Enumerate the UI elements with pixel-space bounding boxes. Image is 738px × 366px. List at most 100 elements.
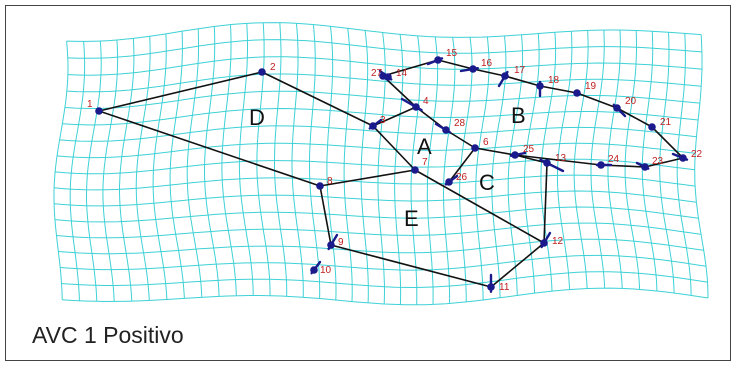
node-24: 24 <box>597 154 620 169</box>
grid-line-horizontal <box>61 271 708 289</box>
grid-line-horizontal <box>54 206 699 223</box>
node-label: 11 <box>499 282 510 293</box>
node-dot <box>536 82 544 90</box>
node-label: 19 <box>585 81 597 92</box>
grid-line-vertical <box>69 41 86 301</box>
node-2: 2 <box>258 62 276 76</box>
node-dot <box>412 103 420 111</box>
node-14: 14 <box>384 68 408 81</box>
node-dot <box>369 122 377 130</box>
edge-3-7 <box>372 125 416 171</box>
edge-20-21 <box>616 107 653 128</box>
node-label: 3 <box>380 115 386 126</box>
edge-17-18 <box>504 75 541 87</box>
node-label: 17 <box>514 65 526 76</box>
node-9: 9 <box>327 237 344 249</box>
edge-15-16 <box>437 59 474 70</box>
node-label: 10 <box>320 265 332 276</box>
grid-line-vertical <box>169 31 185 299</box>
node-11: 11 <box>487 282 510 293</box>
edge-1-2 <box>98 71 263 112</box>
nodes: 1234678910111213141516171819202122232425… <box>87 48 703 293</box>
edge-11-12 <box>490 242 545 288</box>
node-25: 25 <box>511 144 535 159</box>
grid-line-vertical <box>119 38 135 302</box>
node-23: 23 <box>641 156 664 171</box>
grid-line-horizontal <box>59 125 697 142</box>
node-label: 1 <box>87 99 93 110</box>
node-label: 15 <box>446 48 458 59</box>
node-dot <box>511 151 519 159</box>
grid-line-horizontal <box>56 222 702 239</box>
node-15: 15 <box>434 48 458 64</box>
grid-line-horizontal <box>58 238 704 255</box>
node-label: 12 <box>552 236 564 247</box>
grid-line-vertical <box>152 33 168 300</box>
node-21: 21 <box>648 117 672 131</box>
grid-line-vertical <box>102 39 119 302</box>
node-label: 23 <box>652 156 664 167</box>
node-dot <box>327 241 335 249</box>
node-13: 13 <box>543 153 567 167</box>
region-label-e: E <box>404 206 419 231</box>
node-dot <box>573 89 581 97</box>
region-label-a: A <box>417 134 432 159</box>
node-16: 16 <box>469 58 493 73</box>
node-label: 14 <box>396 68 408 79</box>
grid-line-horizontal <box>60 254 707 271</box>
node-28: 28 <box>442 118 466 134</box>
node-label: 26 <box>456 172 468 183</box>
node-dot <box>411 166 419 174</box>
region-label-c: C <box>479 170 495 195</box>
figure-caption: AVC 1 Positivo <box>32 322 184 348</box>
node-label: 25 <box>523 144 535 155</box>
node-dot <box>648 123 656 131</box>
node-dot <box>613 104 621 112</box>
node-dot <box>641 163 649 171</box>
grid-line-horizontal <box>54 190 697 207</box>
node-label: 9 <box>338 237 344 248</box>
node-dot <box>316 182 324 190</box>
edges <box>98 59 684 288</box>
grid-line-vertical <box>459 37 473 302</box>
grid-line-vertical <box>360 30 369 303</box>
node-dot <box>445 178 453 186</box>
node-6: 6 <box>471 137 489 152</box>
node-label: 22 <box>691 149 703 160</box>
node-label: 28 <box>454 118 466 129</box>
node-20: 20 <box>613 96 637 112</box>
grid-line-horizontal <box>64 90 700 110</box>
node-22: 22 <box>679 149 703 162</box>
grid-line-vertical <box>694 34 709 299</box>
node-dot <box>501 72 509 80</box>
grid-line-vertical <box>256 22 271 296</box>
node-label: 21 <box>660 117 672 128</box>
node-17: 17 <box>501 65 526 80</box>
node-label: 4 <box>423 96 429 107</box>
node-dot <box>434 56 442 64</box>
grid-line-vertical <box>203 26 220 297</box>
edge-6-26 <box>448 147 476 183</box>
node-dot <box>540 239 548 247</box>
grid-line-vertical <box>274 22 288 297</box>
node-dot <box>597 161 605 169</box>
grid-line-horizontal <box>54 174 696 191</box>
edge-8-9 <box>319 185 332 246</box>
node-7: 7 <box>411 157 428 174</box>
grid-line-vertical <box>186 28 203 298</box>
node-12: 12 <box>540 236 564 247</box>
edge-8-7 <box>319 169 416 187</box>
grid-line-horizontal <box>67 39 702 59</box>
grid-line-vertical <box>590 29 606 289</box>
node-dot <box>379 72 387 80</box>
node-10: 10 <box>310 265 332 276</box>
node-3: 3 <box>369 115 386 130</box>
node-label: 2 <box>270 62 276 73</box>
grid-line-vertical <box>343 28 353 302</box>
node-4: 4 <box>412 96 429 111</box>
edge-25-24 <box>514 154 602 166</box>
grid-line-horizontal <box>67 56 703 76</box>
edge-9-11 <box>330 244 492 288</box>
edge-2-3 <box>261 71 374 127</box>
